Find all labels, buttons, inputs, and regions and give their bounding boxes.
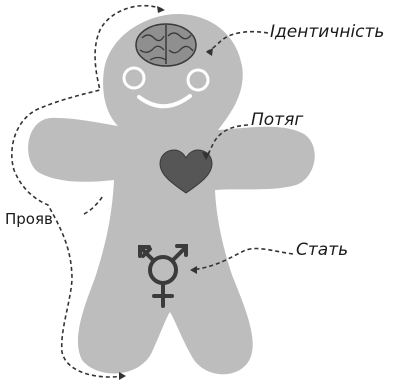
expression-arrowhead-bottom — [119, 372, 126, 380]
expression-arrowhead-top — [157, 6, 165, 13]
brain-icon — [136, 24, 196, 66]
attraction-label: Потяг — [251, 110, 303, 130]
gingerbread-body — [28, 14, 315, 374]
identity-label: Ідентичність — [270, 22, 384, 42]
expression-label: Прояв — [5, 210, 53, 228]
expression-label-connector — [84, 196, 103, 214]
sex-label: Стать — [296, 240, 348, 260]
